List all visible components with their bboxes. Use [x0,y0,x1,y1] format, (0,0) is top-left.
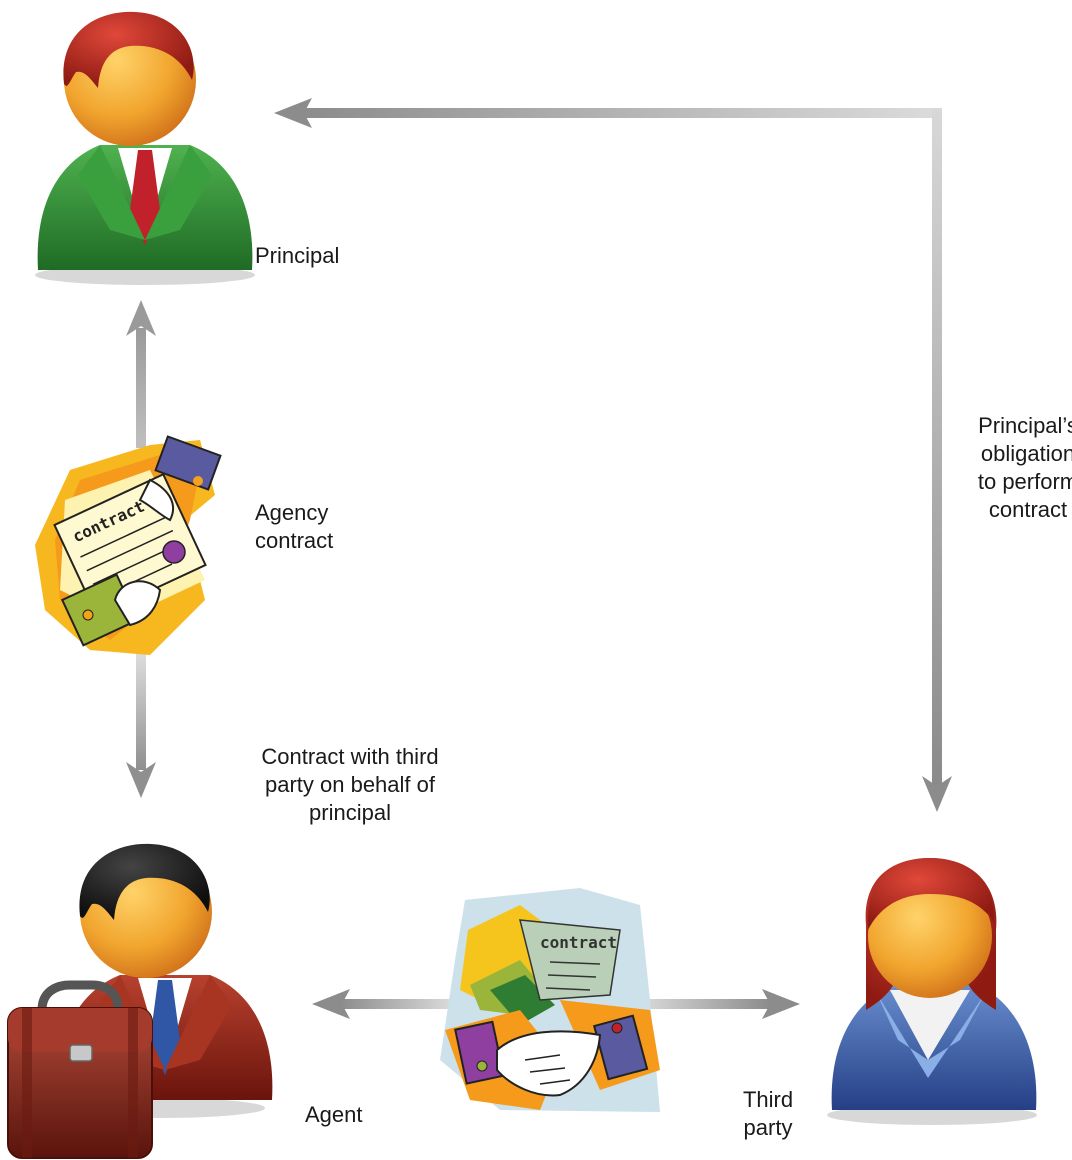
agency-contract-label: Agency contract [255,500,334,553]
agent-third-party-arrow [312,989,800,1019]
handshake-document-text: contract [540,933,617,952]
third-party-label: Third party [742,1087,794,1140]
briefcase-icon [7,980,153,1159]
contract-third-party-label: Contract with third party on behalf of p… [261,744,439,825]
principal-obligation-arrow [274,98,952,812]
principal-icon [35,11,255,285]
third-party-icon [827,858,1037,1125]
principal-label: Principal [255,243,340,268]
handshake-contract-icon: contract [440,888,660,1112]
principal-obligation-label: Principal’s obligation to perform contra… [977,413,1072,522]
agency-contract-arrow [126,300,156,798]
agency-contract-icon: contract [35,435,222,655]
agent-label: Agent [305,1102,363,1127]
